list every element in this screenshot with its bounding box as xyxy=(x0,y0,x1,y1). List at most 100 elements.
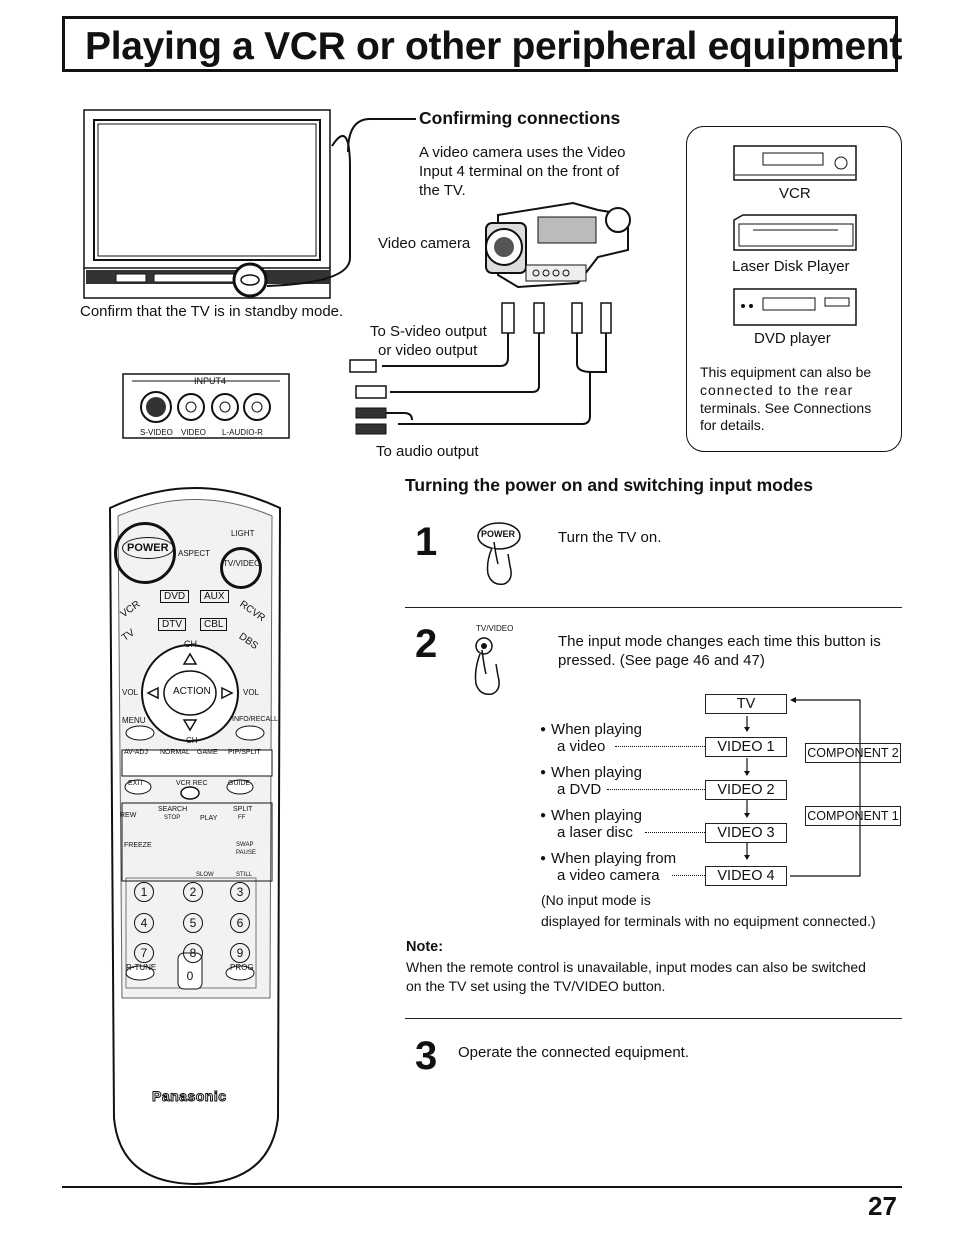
when-video-line1: When playing xyxy=(540,720,642,741)
video-camera-icon xyxy=(485,201,631,289)
input4-panel xyxy=(122,373,290,439)
remote-light-button[interactable]: LIGHT xyxy=(231,529,255,538)
tvvideo-button-press-icon xyxy=(474,637,500,696)
remote-dtv-button[interactable]: DTV xyxy=(158,618,186,631)
step-1-number: 1 xyxy=(415,520,438,564)
remote-pipsplit-button[interactable]: PIP/SPLIT xyxy=(228,749,261,756)
step-1-text: Turn the TV on. xyxy=(558,529,662,546)
remote-vol-down-label: VOL xyxy=(122,688,139,697)
when-laser-line1: When playing xyxy=(540,806,642,827)
remote-rtune-button[interactable]: R-TUNE xyxy=(126,963,157,972)
remote-digit-2[interactable]: 2 xyxy=(183,882,203,902)
remote-menu-button[interactable]: MENU xyxy=(122,716,146,725)
remote-avadj-button[interactable]: AV-ADJ xyxy=(124,749,148,756)
remote-cbl-button[interactable]: CBL xyxy=(200,618,228,631)
remote-aux-button[interactable]: AUX xyxy=(200,590,229,603)
remote-tvvideo-button[interactable]: TV/VIDEO xyxy=(223,559,261,568)
svideo-output-line2: or video output xyxy=(378,342,478,359)
input-mode-flow xyxy=(744,697,861,877)
leader-laser xyxy=(645,832,705,833)
step-2-number: 2 xyxy=(415,622,438,666)
mode-video1: VIDEO 1 xyxy=(705,737,787,757)
step-1-power-label: POWER xyxy=(481,529,516,539)
leader-camera xyxy=(672,875,705,876)
remote-ch-up-label: CH xyxy=(184,639,197,649)
power-button-press-icon xyxy=(477,522,521,586)
equipment-box xyxy=(686,126,902,452)
svideo-output-line1: To S-video output xyxy=(370,323,487,340)
equipment-note-line4: for details. xyxy=(700,417,765,433)
divider-1 xyxy=(405,607,902,608)
remote-digit-0[interactable]: 0 xyxy=(186,969,194,983)
remote-slow-button[interactable]: SLOW xyxy=(196,872,214,878)
remote-power-button[interactable]: POWER xyxy=(122,537,174,559)
mode-video4: VIDEO 4 xyxy=(705,866,787,886)
remote-inforecall-button[interactable]: INFO/RECALL xyxy=(232,716,278,723)
vcr-icon xyxy=(733,145,857,181)
mode-tv: TV xyxy=(705,694,787,714)
leader-video xyxy=(615,746,705,747)
step-3-number: 3 xyxy=(415,1034,438,1078)
page-number: 27 xyxy=(868,1191,897,1221)
remote-ch-down-label: CH xyxy=(186,736,198,745)
remote-digit-6[interactable]: 6 xyxy=(230,913,250,933)
remote-power-highlight xyxy=(114,522,176,584)
remote-play-button[interactable]: PLAY xyxy=(200,815,218,822)
audio-label: L-AUDIO-R xyxy=(222,428,263,437)
remote-digit-8[interactable]: 8 xyxy=(183,943,203,963)
remote-swap-label: SWAP xyxy=(236,842,254,848)
svideo-label: S-VIDEO xyxy=(140,428,173,437)
when-dvd-line1: When playing xyxy=(540,763,642,784)
note-line1: When the remote control is unavailable, … xyxy=(406,959,866,975)
remote-guide-button[interactable]: GUIDE xyxy=(228,780,251,787)
remote-digit-4[interactable]: 4 xyxy=(134,913,154,933)
remote-game-button[interactable]: GAME xyxy=(197,749,218,756)
video-camera-label: Video camera xyxy=(378,235,471,252)
video-label: VIDEO xyxy=(181,428,206,437)
confirming-heading: Confirming connections xyxy=(419,108,621,128)
remote-pause-button[interactable]: PAUSE xyxy=(236,850,256,856)
laser-disk-player-icon xyxy=(733,214,857,251)
equipment-note-line1: This equipment can also be xyxy=(700,364,872,380)
tv-caption: Confirm that the TV is in standby mode. xyxy=(80,303,344,320)
remote-digit-1[interactable]: 1 xyxy=(134,882,154,902)
remote-vcrrec-button[interactable]: VCR REC xyxy=(176,780,208,787)
mode-component2: COMPONENT 2 xyxy=(805,743,901,763)
remote-digit-5[interactable]: 5 xyxy=(183,913,203,933)
turning-heading: Turning the power on and switching input… xyxy=(405,475,813,495)
when-camera-line1: When playing from xyxy=(540,849,676,870)
confirming-line3: the TV. xyxy=(419,182,466,199)
remote-dvd-button[interactable]: DVD xyxy=(160,590,190,603)
remote-tvvideo-highlight xyxy=(220,547,262,589)
remote-rew-button[interactable]: REW xyxy=(120,812,137,819)
input4-label: INPUT4 xyxy=(194,376,227,386)
audio-output-label: To audio output xyxy=(376,443,479,460)
mode-component1: COMPONENT 1 xyxy=(805,806,901,826)
remote-digit-9[interactable]: 9 xyxy=(230,943,250,963)
remote-digit-7[interactable]: 7 xyxy=(134,943,154,963)
remote-exit-button[interactable]: EXIT xyxy=(128,780,144,787)
remote-aspect-button[interactable]: ASPECT xyxy=(178,549,211,558)
remote-brand-logo: Panasonic xyxy=(152,1088,227,1105)
remote-normal-button[interactable]: NORMAL xyxy=(160,749,190,756)
step-3-text: Operate the connected equipment. xyxy=(458,1044,689,1061)
remote-still-button[interactable]: STILL xyxy=(236,872,253,878)
cable-diagram xyxy=(349,302,612,435)
mode-video3: VIDEO 3 xyxy=(705,823,787,843)
remote-stop-button[interactable]: STOP xyxy=(164,815,181,821)
remote-ff-button[interactable]: FF xyxy=(238,815,246,821)
remote-vol-up-label: VOL xyxy=(243,688,260,697)
remote-prog-button[interactable]: PROG xyxy=(230,963,254,972)
step-2-line2: pressed. (See page 46 and 47) xyxy=(558,652,765,669)
confirming-line1: A video camera uses the Video xyxy=(419,144,626,161)
laser-disk-label: Laser Disk Player xyxy=(732,258,850,275)
remote-action-button[interactable]: ACTION xyxy=(173,686,211,697)
remote-digit-3[interactable]: 3 xyxy=(230,882,250,902)
when-laser-line2: a laser disc xyxy=(557,824,633,841)
dvd-player-label: DVD player xyxy=(754,330,831,347)
no-input-line2: displayed for terminals with no equipmen… xyxy=(541,913,876,929)
divider-2 xyxy=(405,1018,902,1019)
step-2-line1: The input mode changes each time this bu… xyxy=(558,633,881,650)
confirming-line2: Input 4 terminal on the front of xyxy=(419,163,620,180)
remote-freeze-button[interactable]: FREEZE xyxy=(124,842,152,849)
